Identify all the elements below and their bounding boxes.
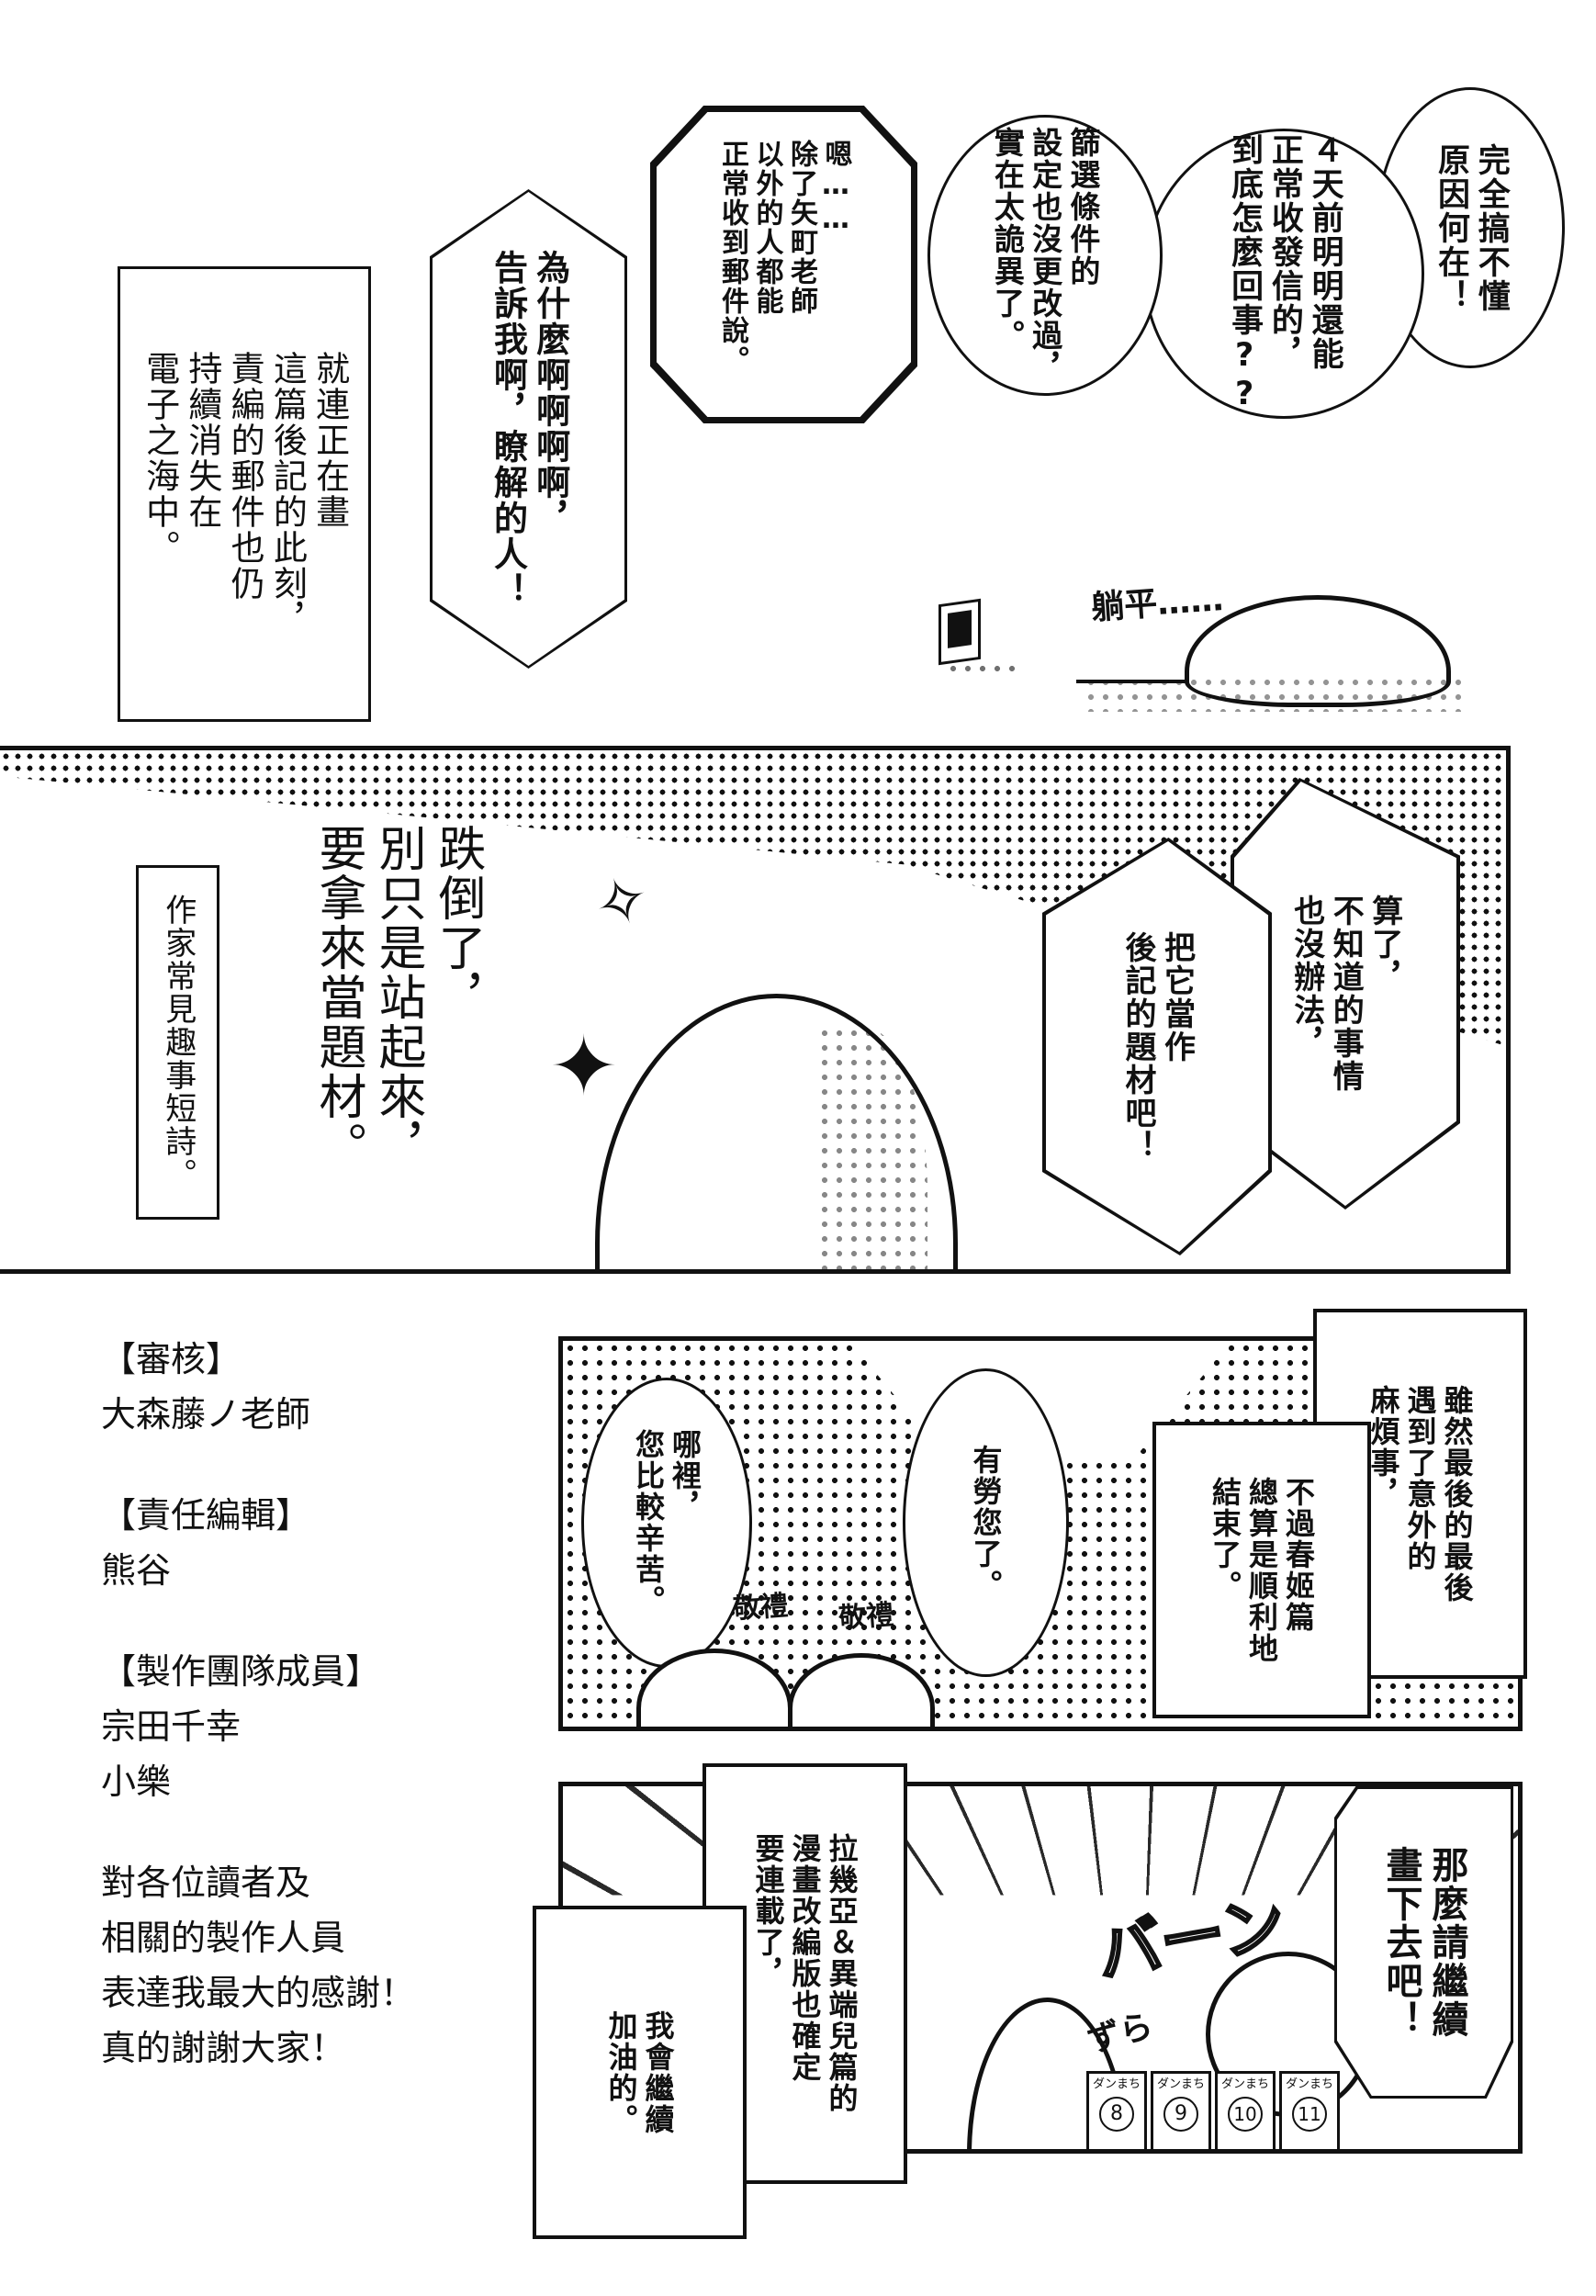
sfx-bow-1: 敬禮 (732, 1589, 790, 1626)
bubble-continue: 那麼請繼續 畫下去吧！ (1334, 1786, 1513, 2099)
volume-label: ダンまち (1220, 2077, 1269, 2091)
bubble-reply-text: 哪裡， 您比較辛苦。 (631, 1429, 702, 1616)
sprout-stem (1076, 680, 1186, 683)
narration-box-email-text: 就連正在畫 這篇後記的此刻， 責編的郵件也仍 持續消失在 電子之海中。 (140, 351, 350, 637)
bubble-four-days-text: ４天前明明還能 正常收發信的， 到底怎麼回事?? (1226, 133, 1343, 414)
volume-card: ダンまち 11 (1279, 2071, 1340, 2149)
thanks-line-4: 真的謝謝大家！ (101, 2028, 346, 2068)
caption-box: 作家常見趣事短詩。 (136, 865, 219, 1220)
sfx-zura: ずら (1083, 2007, 1158, 2061)
volume-number: 10 (1228, 2097, 1263, 2132)
phone-laptop-icon (938, 598, 981, 666)
credits-block: 【審核】 大森藤ノ老師 【責任編輯】 熊谷 【製作團隊成員】 宗田千幸 小樂 對… (101, 1332, 415, 2076)
bubble-topic: 把它當作 後記的題材吧！ (1042, 838, 1272, 1255)
shout-box-text: 為什麼啊啊啊啊， 告訴我啊，瞭解的人！ (488, 250, 570, 608)
caption-text: 作家常見趣事短詩。 (159, 894, 197, 1191)
bubble-filter-text: 篩選條件的 設定也沒更改過， 實在太詭異了。 (989, 127, 1101, 384)
sfx-bow-2: 敬禮 (837, 1598, 895, 1636)
bubble-give-up-text: 算了， 不知道的事情 也沒辦法， (1287, 895, 1403, 1093)
credits-heading-review: 【審核】 (101, 1339, 242, 1379)
credits-name-review: 大森藤ノ老師 (101, 1394, 311, 1435)
narration-box-effort: 我會繼續 加油的。 (533, 1906, 747, 2239)
narration-manga-text: 拉幾亞＆異端兒篇的 漫畫改編版也確定 要連載了， (750, 1833, 860, 2114)
handwritten-poem: 跌倒了， 別只是站起來， 要拿來當題材。 (310, 824, 485, 1171)
volume-number: 11 (1292, 2097, 1327, 2132)
thanks-line-2: 相關的製作人員 (101, 1918, 346, 1958)
volume-number: 9 (1163, 2097, 1198, 2132)
narration-trouble-text: 雖然最後的最後 遇到了意外的 麻煩事， (1366, 1384, 1475, 1604)
volume-label: ダンまち (1285, 2077, 1333, 2091)
bubble-reply: 哪裡， 您比較辛苦。 (581, 1378, 752, 1668)
credits-name-editor: 熊谷 (101, 1550, 172, 1591)
volume-number: 8 (1099, 2097, 1134, 2132)
narration-box-trouble: 雖然最後的最後 遇到了意外的 麻煩事， (1313, 1309, 1527, 1679)
thanks-line-1: 對各位讀者及 (101, 1863, 311, 1903)
volume-stack: ダンまち 8 ダンまち 9 ダンまち 10 ダンまち 11 (1086, 2071, 1340, 2149)
volume-card: ダンまち 8 (1086, 2071, 1147, 2149)
blob-shadow (1084, 675, 1469, 712)
narration-finished-text: 不過春姬篇 總算是順利地 結束了。 (1208, 1476, 1316, 1664)
credits-name-team-2: 小樂 (101, 1761, 172, 1802)
bubble-confused-text: 完全搞不懂 原因何在！ (1433, 142, 1510, 313)
credits-heading-team: 【製作團隊成員】 (101, 1651, 381, 1692)
bubble-four-days: ４天前明明還能 正常收發信的， 到底怎麼回事?? (1143, 129, 1424, 419)
sparkle-small-icon: ✧ (583, 857, 660, 947)
bubble-thanks: 有勞您了。 (903, 1368, 1069, 1677)
thanks-line-3: 表達我最大的感謝！ (101, 1973, 416, 2013)
phone-box-text: 嗯…… 除了矢町老師 以外的人都能 正常收到郵件說。 (716, 140, 852, 375)
ground-shadow (946, 661, 1019, 678)
sparkle-icon: ✦ (549, 1019, 619, 1115)
volume-label: ダンまち (1156, 2077, 1205, 2091)
volume-card: ダンまち 10 (1215, 2071, 1276, 2149)
phone-octagon-box: 嗯…… 除了矢町老師 以外的人都能 正常收到郵件說。 (650, 106, 917, 423)
panel-middle: 算了， 不知道的事情 也沒辦法， 把它當作 後記的題材吧！ ✦ ✧ 跌倒了， 別… (0, 746, 1511, 1274)
narration-effort-text: 我會繼續 加油的。 (603, 2009, 676, 2135)
bubble-topic-text: 把它當作 後記的題材吧！ (1119, 930, 1196, 1163)
volume-label: ダンまち (1092, 2077, 1141, 2091)
credits-heading-editor: 【責任編輯】 (101, 1495, 311, 1536)
bubble-continue-text: 那麼請繼續 畫下去吧！ (1379, 1846, 1468, 2039)
narration-box-email: 就連正在畫 這篇後記的此刻， 責編的郵件也仍 持續消失在 電子之海中。 (118, 266, 371, 722)
bubble-thanks-text: 有勞您了。 (968, 1445, 1004, 1601)
sfx-lie-flat: 躺平…… (1089, 580, 1225, 627)
narration-box-finished: 不過春姬篇 總算是順利地 結束了。 (1152, 1422, 1371, 1718)
volume-card: ダンまち 9 (1151, 2071, 1211, 2149)
bubble-filter: 篩選條件的 設定也沒更改過， 實在太詭異了。 (927, 115, 1163, 396)
credits-name-team-1: 宗田千幸 (101, 1706, 242, 1747)
egg-shadow (817, 1026, 927, 1269)
shout-hexagon-box: 為什麼啊啊啊啊， 告訴我啊，瞭解的人！ (430, 189, 627, 669)
